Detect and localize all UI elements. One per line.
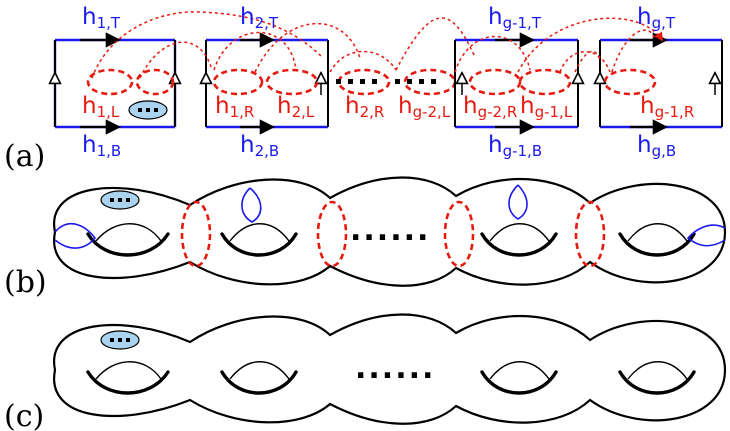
hole-2 xyxy=(220,223,298,257)
label-h2L: h2,L xyxy=(277,93,315,121)
label-h2R: h2,R xyxy=(345,93,384,121)
square-2 xyxy=(206,32,329,135)
hole-1 xyxy=(86,223,170,257)
label-hgT: hg,T xyxy=(637,4,676,32)
label-hgB: hg,B xyxy=(637,132,676,160)
panel-c: ...... (c) xyxy=(4,313,727,431)
middle-dots xyxy=(336,79,436,84)
label-h1T: h1,T xyxy=(82,4,121,32)
puncture-dots xyxy=(138,108,158,112)
label-hg1T: hg-1,T xyxy=(488,4,542,32)
hole-c2 xyxy=(220,361,298,395)
connecting-arcs xyxy=(91,11,663,79)
label-hg2L: hg-2,L xyxy=(398,93,451,121)
panel-label-a: (a) xyxy=(4,139,45,174)
panel-b: ...... (b) xyxy=(4,176,727,300)
label-h1R: h1,R xyxy=(215,93,254,121)
ellipsis-c: ...... xyxy=(355,351,435,386)
label-h2T: h2,T xyxy=(240,4,279,32)
square-g xyxy=(600,32,723,135)
panel-a: h1,T h2,T hg-1,T hg,T h1,B h2,B hg-1,B h… xyxy=(4,4,723,174)
hole-c4 xyxy=(618,361,696,395)
square-g-1 xyxy=(454,32,578,135)
panel-label-c: (c) xyxy=(4,399,44,431)
label-h2B: h2,B xyxy=(240,132,279,160)
hole-c3 xyxy=(480,361,558,395)
label-hg2R: hg-2,R xyxy=(463,93,517,121)
hole-4 xyxy=(618,223,696,257)
ellipsis-b: ...... xyxy=(350,213,430,248)
hole-3 xyxy=(480,223,558,257)
label-hg1B: hg-1,B xyxy=(488,132,542,160)
panel-label-b: (b) xyxy=(4,265,47,300)
label-h1B: h1,B xyxy=(82,132,121,160)
label-hg1R: hg-1,R xyxy=(640,93,694,121)
label-hg1L: hg-1,L xyxy=(520,93,573,121)
square-1 xyxy=(55,32,175,135)
hole-c1 xyxy=(86,361,170,395)
label-h1L: h1,L xyxy=(82,93,120,121)
